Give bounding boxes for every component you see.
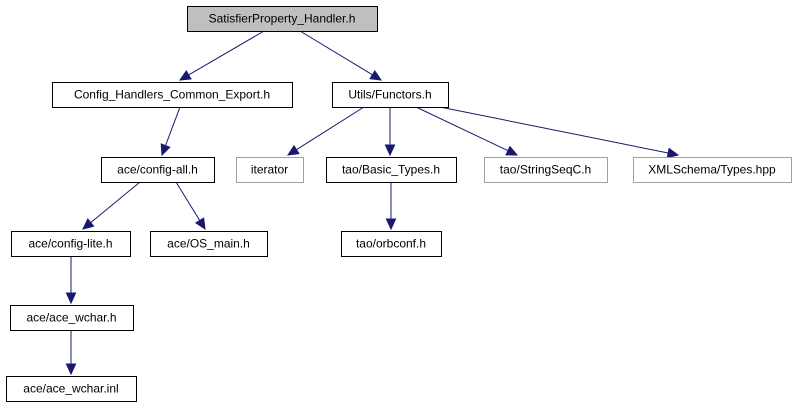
graph-node-ace_ace_wchar_h[interactable]: ace/ace_wchar.h <box>10 305 134 331</box>
graph-node-iterator[interactable]: iterator <box>236 157 304 183</box>
node-label: tao/Basic_Types.h <box>342 163 440 177</box>
edge-ace_config_all-to-ace_config_lite <box>82 181 141 230</box>
node-label: Config_Handlers_Common_Export.h <box>74 88 270 102</box>
edge-arrowhead <box>286 144 300 156</box>
edge-root-to-config_handlers_common_export <box>178 30 265 81</box>
nodes-layer: SatisfierProperty_Handler.hConfig_Handle… <box>6 6 792 402</box>
edge-arrowhead <box>65 363 77 376</box>
edge-line <box>296 106 365 151</box>
edge-line <box>188 30 265 76</box>
node-label: Utils/Functors.h <box>348 88 431 102</box>
edge-tao_basic_types-to-tao_orbconf <box>385 182 397 231</box>
edge-arrowhead <box>385 218 397 231</box>
graph-node-tao_basic_types[interactable]: tao/Basic_Types.h <box>326 157 457 183</box>
edge-line <box>90 181 141 224</box>
graph-node-config_handlers_common_export[interactable]: Config_Handlers_Common_Export.h <box>52 82 293 108</box>
node-box[interactable] <box>6 376 137 402</box>
graph-node-xmlschema_types[interactable]: XMLSchema/Types.hpp <box>633 157 792 183</box>
edge-line <box>175 181 201 221</box>
graph-node-ace_os_main[interactable]: ace/OS_main.h <box>150 231 268 257</box>
edge-root-to-utils_functors <box>299 30 383 81</box>
node-box[interactable] <box>236 157 304 183</box>
edge-ace_ace_wchar_h-to-ace_ace_wchar_inl <box>65 330 77 376</box>
node-box[interactable] <box>52 82 293 108</box>
node-label: ace/config-all.h <box>117 163 198 177</box>
graph-node-tao_orbconf[interactable]: tao/orbconf.h <box>341 231 442 257</box>
graph-node-ace_config_all[interactable]: ace/config-all.h <box>101 157 215 183</box>
edge-utils_functors-to-tao_stringseqc <box>415 106 519 156</box>
node-label: iterator <box>251 163 288 177</box>
edge-config_handlers_common_export-to-ace_config_all <box>160 106 181 157</box>
graph-node-ace_ace_wchar_inl[interactable]: ace/ace_wchar.inl <box>6 376 137 402</box>
edge-arrowhead <box>194 217 206 231</box>
node-box[interactable] <box>187 6 378 32</box>
edge-arrowhead <box>65 292 77 305</box>
node-box[interactable] <box>11 231 131 257</box>
edge-line <box>415 106 509 152</box>
edge-arrowhead <box>178 70 192 81</box>
edge-utils_functors-to-tao_basic_types <box>384 107 396 157</box>
node-label: ace/ace_wchar.h <box>26 311 116 325</box>
graph-node-ace_config_lite[interactable]: ace/config-lite.h <box>11 231 131 257</box>
node-label: tao/orbconf.h <box>356 237 426 251</box>
edge-line <box>165 106 181 146</box>
node-label: XMLSchema/Types.hpp <box>648 163 776 177</box>
graph-node-tao_stringseqc[interactable]: tao/StringSeqC.h <box>484 157 608 183</box>
node-label: ace/ace_wchar.inl <box>23 382 118 396</box>
edge-line <box>299 30 373 76</box>
node-label: SatisfierProperty_Handler.h <box>209 12 356 26</box>
node-box[interactable] <box>150 231 268 257</box>
edge-arrowhead <box>384 144 396 157</box>
node-box[interactable] <box>326 157 457 183</box>
node-box[interactable] <box>101 157 215 183</box>
graph-node-root[interactable]: SatisfierProperty_Handler.h <box>187 6 378 32</box>
edge-ace_config_all-to-ace_os_main <box>175 181 206 231</box>
node-box[interactable] <box>332 82 449 108</box>
node-label: tao/StringSeqC.h <box>500 163 591 177</box>
edge-utils_functors-to-xmlschema_types <box>439 106 680 159</box>
node-box[interactable] <box>341 231 442 257</box>
edge-arrowhead <box>666 147 680 159</box>
edge-ace_config_lite-to-ace_ace_wchar_h <box>65 256 77 305</box>
node-box[interactable] <box>10 305 134 331</box>
edge-utils_functors-to-iterator <box>286 106 365 156</box>
edge-line <box>439 106 669 154</box>
edges-layer <box>65 30 680 376</box>
node-label: ace/OS_main.h <box>167 237 250 251</box>
edge-arrowhead <box>369 69 383 81</box>
graph-node-utils_functors[interactable]: Utils/Functors.h <box>332 82 449 108</box>
edge-arrowhead <box>505 145 519 156</box>
node-label: ace/config-lite.h <box>28 237 112 251</box>
edge-arrowhead <box>82 218 95 230</box>
node-box[interactable] <box>633 157 792 183</box>
edge-arrowhead <box>160 143 171 157</box>
node-box[interactable] <box>484 157 608 183</box>
